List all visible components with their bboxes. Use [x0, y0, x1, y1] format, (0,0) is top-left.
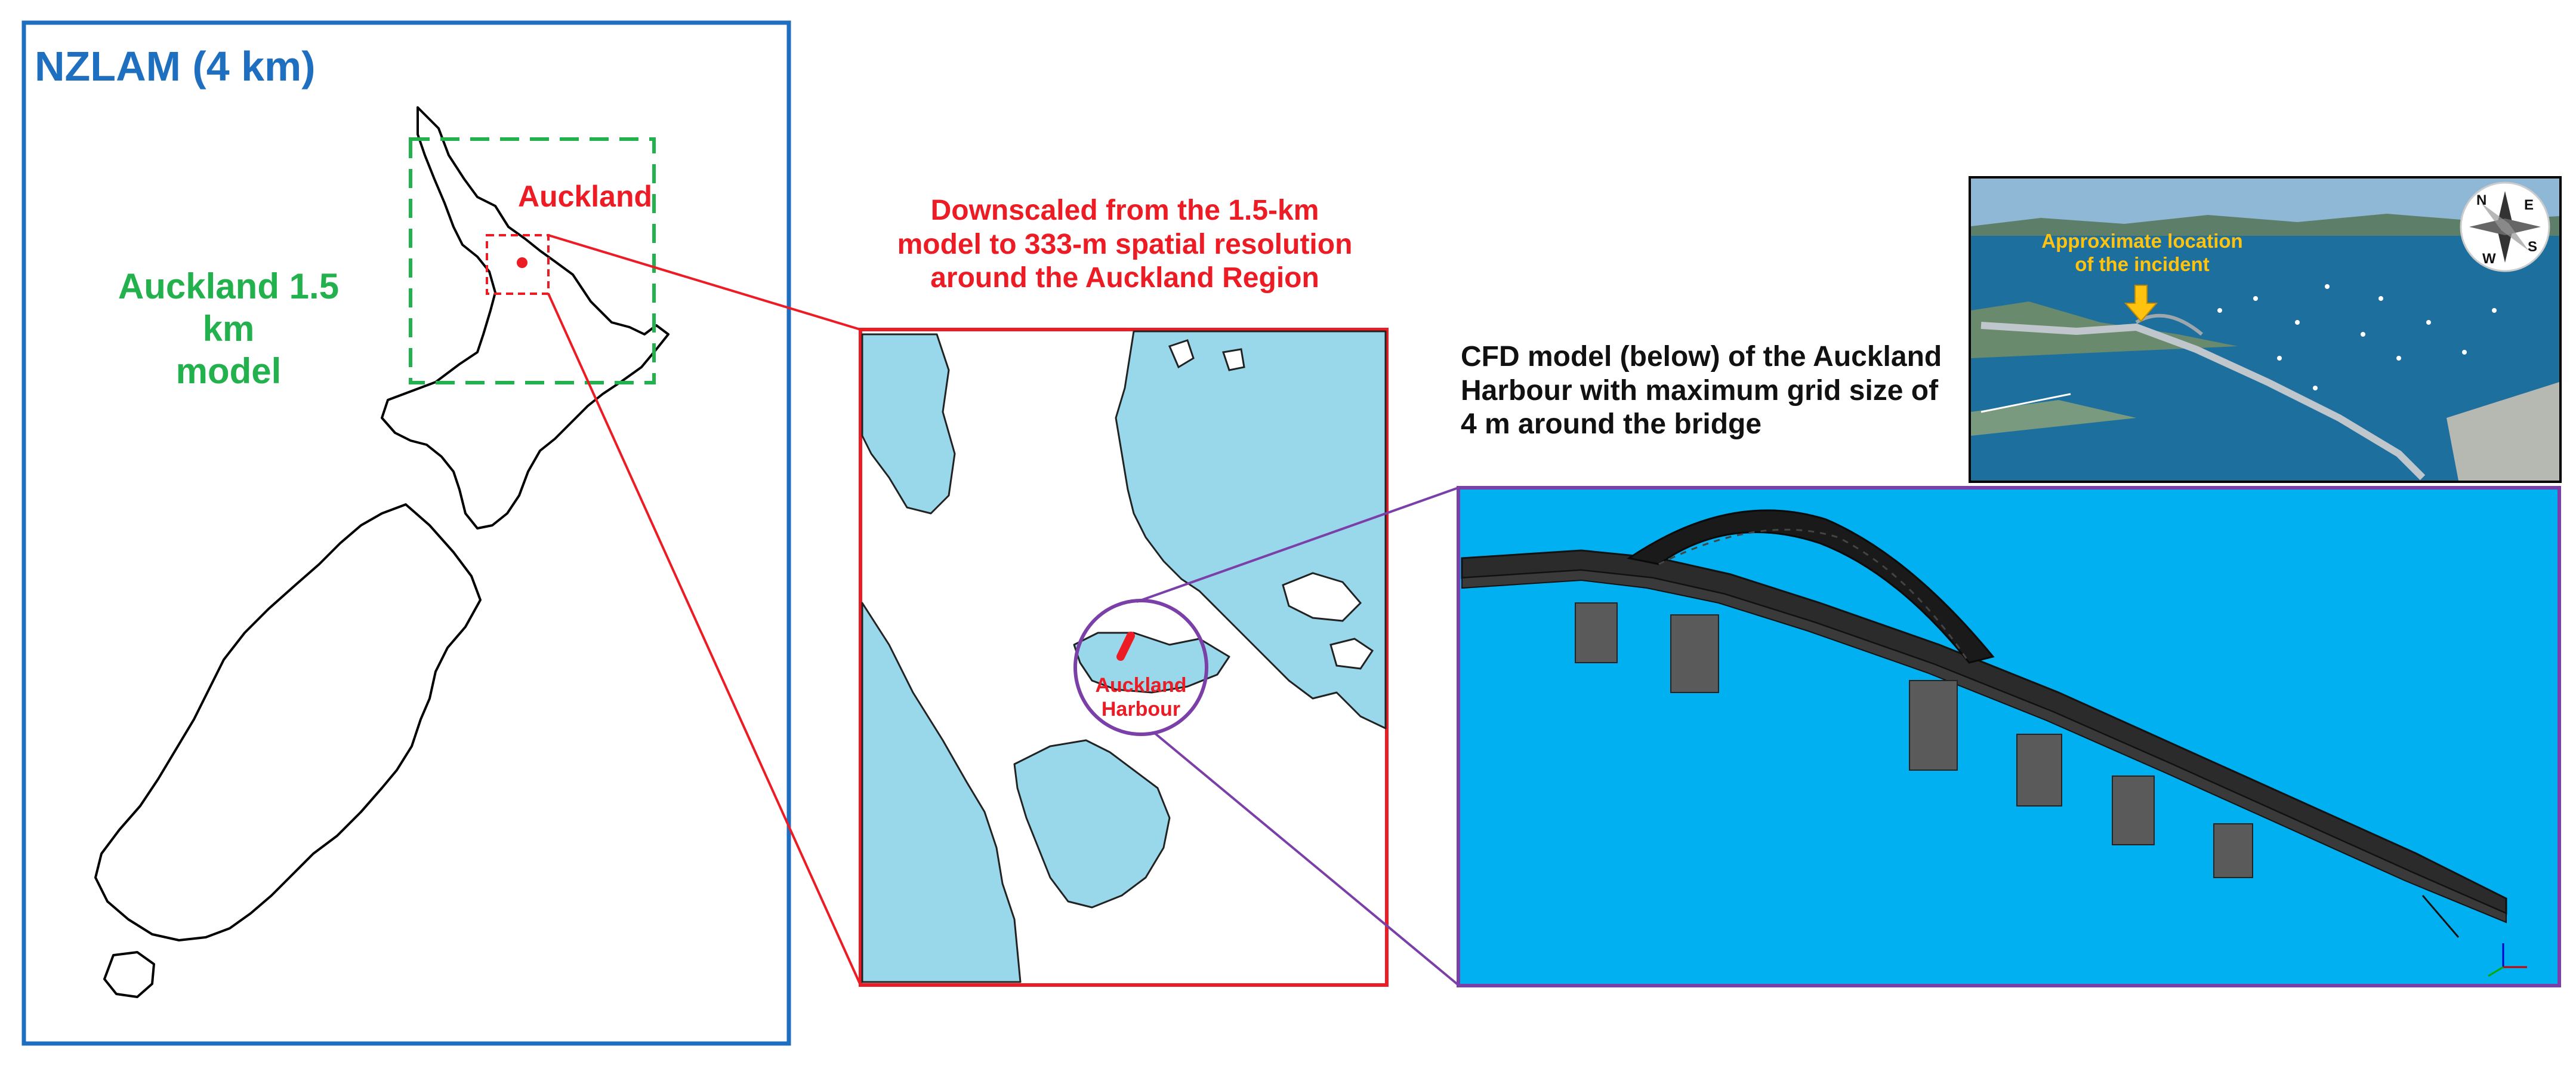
- photo-bridge: [1980, 322, 2426, 481]
- auckland-harbour-label: Auckland Harbour: [1081, 673, 1201, 721]
- auckland-harbour-label-line2: Harbour: [1101, 698, 1181, 721]
- bridge-arch: [1627, 509, 1995, 664]
- bridge-pier: [2112, 775, 2155, 845]
- bridge-pier: [1670, 614, 1719, 693]
- auckland-model-label-line1: Auckland 1.5 km: [118, 266, 340, 349]
- cfd-bridge-model: [1461, 509, 2507, 938]
- bridge-pier: [2213, 823, 2253, 878]
- stewart-island-outline: [103, 951, 155, 998]
- axis-triad-icon: [2488, 943, 2527, 977]
- downscaled-caption-line1: Downscaled from the 1.5-km: [930, 195, 1319, 226]
- auckland-model-label: Auckland 1.5 km model: [88, 266, 369, 392]
- auckland-marker-label: Auckland: [518, 180, 653, 213]
- compass-letter-w: W: [2482, 251, 2496, 267]
- aerial-photo: [1969, 176, 2562, 483]
- nzlam-title: NZLAM (4 km): [35, 43, 316, 90]
- bridge-pier: [2016, 734, 2062, 807]
- bridge-pier: [1575, 602, 1618, 663]
- incident-caption-line1: Approximate location: [2041, 230, 2243, 252]
- incident-arrow: [2124, 285, 2158, 322]
- gulf-islands: [1168, 339, 1374, 670]
- downscaled-caption-line2: model to 333-m spatial resolution: [897, 228, 1353, 260]
- auckland-location-dot: [517, 257, 527, 268]
- auckland-harbour-label-line1: Auckland: [1095, 674, 1187, 697]
- compass-letter-n: N: [2476, 192, 2487, 208]
- cfd-zoom-line-bottom: [1153, 732, 1460, 986]
- auckland-1-5km-domain-box: [409, 137, 656, 384]
- zoom-line-top: [548, 234, 861, 331]
- bridge-pier: [1909, 680, 1958, 771]
- cfd-caption-line3: 4 m around the bridge: [1461, 408, 1762, 441]
- downscaled-caption: Downscaled from the 1.5-km model to 333-…: [853, 194, 1396, 296]
- auckland-model-label-line2: model: [175, 350, 282, 391]
- compass-letter-s: S: [2528, 239, 2538, 255]
- incident-caption-line2: of the incident: [2075, 253, 2210, 275]
- cfd-zoom-line-top: [1136, 487, 1459, 603]
- zoom-line-bottom: [547, 293, 862, 986]
- bridge-location-marker: [1116, 632, 1135, 661]
- incident-caption: Approximate location of the incident: [2026, 230, 2259, 276]
- cfd-caption-line2: Harbour with maximum grid size of: [1461, 374, 1939, 407]
- compass-icon: [2460, 181, 2550, 272]
- coastline-water: [861, 330, 1387, 983]
- cfd-caption: CFD model (below) of the Auckland Harbou…: [1461, 340, 1974, 442]
- auckland-333m-domain-box: [486, 234, 550, 295]
- south-island-outline: [94, 503, 482, 941]
- compass-letter-e: E: [2524, 197, 2534, 213]
- cfd-caption-line1: CFD model (below) of the Auckland: [1461, 341, 1942, 373]
- downscaled-caption-line3: around the Auckland Region: [930, 262, 1319, 294]
